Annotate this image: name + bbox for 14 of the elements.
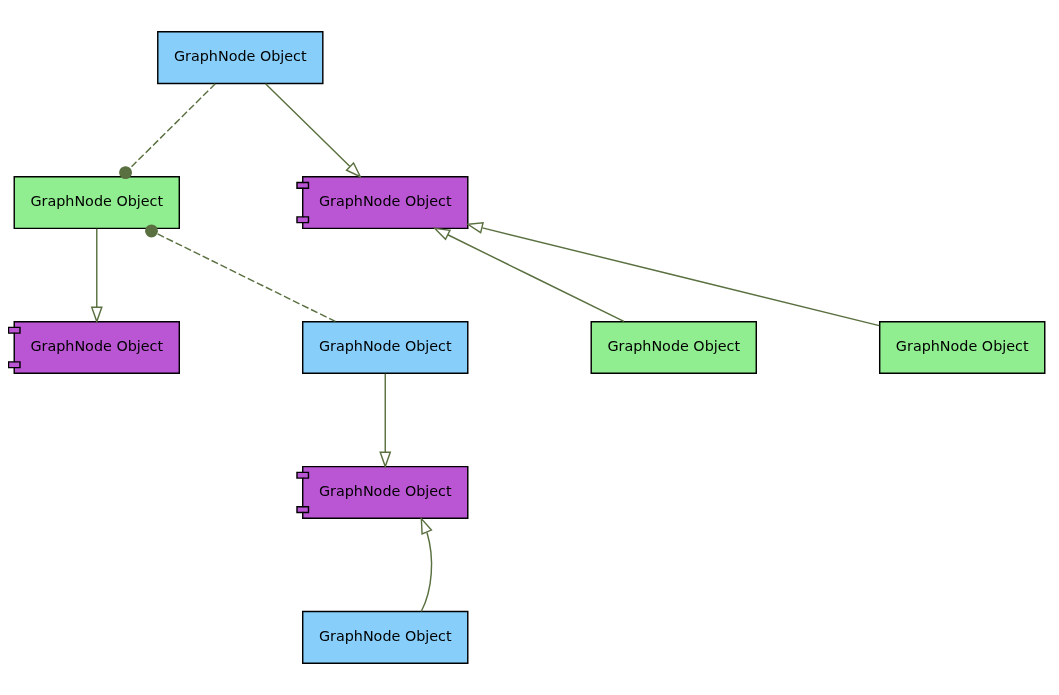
arrow: [264, 83, 362, 179]
node-box: GraphNode Object: [13, 176, 180, 230]
arrow: [379, 372, 392, 469]
arrow: [432, 227, 625, 323]
connector: [119, 83, 216, 180]
arrow: [465, 222, 880, 327]
node-box: GraphNode Object: [302, 320, 469, 375]
node-box: GraphNode Object: [879, 320, 1046, 375]
arrow: [90, 228, 103, 324]
connector: [145, 224, 337, 323]
node-box: GraphNode Object: [590, 320, 757, 375]
node-box: GraphNode Object: [302, 610, 469, 664]
arrow: [420, 516, 433, 613]
node-box: GraphNode Object: [157, 31, 324, 85]
